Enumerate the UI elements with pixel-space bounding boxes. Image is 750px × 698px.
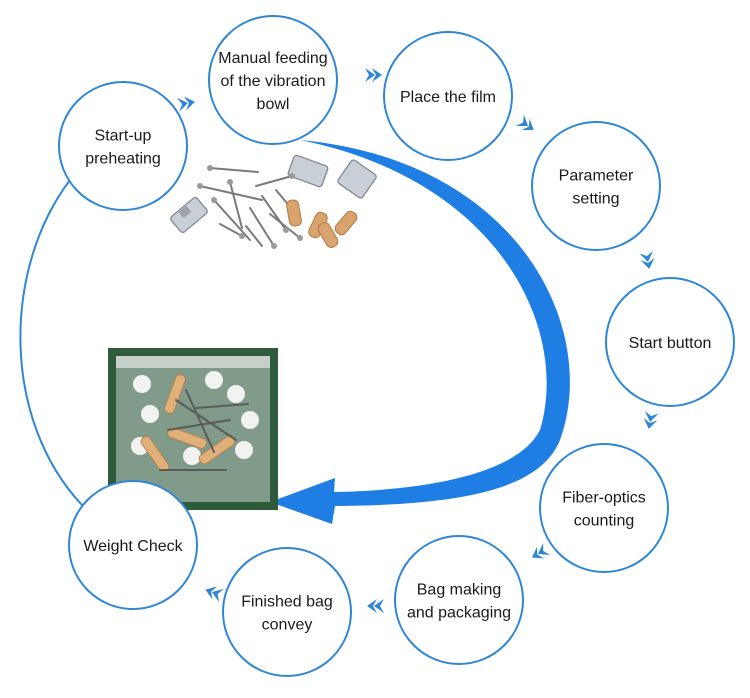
step-node-fiber: Fiber-optics counting [539,443,669,573]
step-node-startup: Start-up preheating [58,81,188,211]
step-label-startup-line-1: Start-up [95,128,152,145]
dowel-icons [286,199,358,248]
step-node-weight: Weight Check [68,480,198,610]
step-label-startup-line-2: preheating [85,151,161,168]
step-circle-weight [68,480,198,610]
step-circle-startup [58,81,188,211]
step-circle-film [383,31,513,161]
step-label-bag-line-1: Bag making [417,582,502,599]
arrow-start-to-fiber [643,410,659,429]
arrow-startup-to-manual [176,96,195,112]
step-circle-param [531,121,661,251]
arrow-finished-to-weight [205,586,224,602]
step-node-finished: Finished bag convey [222,547,352,677]
step-nodes: Start-up preheating Manual feeding of the v… [58,15,735,677]
step-label-manual-line-3: bowl [257,96,290,113]
step-label-bag-line-2: and packaging [407,605,511,622]
bag-contents-icon [131,371,259,473]
step-label-film-line-1: Place the film [400,89,496,106]
step-circle-start [605,277,735,407]
step-label-finished-line-1: Finished bag [241,594,333,611]
return-connector-line [19,179,83,506]
step-label-manual-line-1: Manual feeding [218,50,327,67]
arrow-fiber-to-bag [531,542,551,559]
big-return-arrow [270,140,570,524]
screw-icons [199,167,301,247]
step-label-param-line-2: setting [572,191,619,208]
arrow-manual-to-film [365,68,382,82]
arrow-param-to-start [639,250,655,269]
step-node-param: Parameter setting [531,121,661,251]
step-node-bag: Bag making and packaging [394,535,524,665]
step-label-fiber-line-1: Fiber-optics [562,490,646,507]
step-circle-finished [222,547,352,677]
step-circle-bag [394,535,524,665]
step-label-manual-line-2: of the vibration [221,73,326,90]
bracket-icon [170,154,377,233]
step-circle-manual [208,15,338,145]
step-label-finished-line-2: convey [262,617,313,634]
step-node-manual: Manual feeding of the vibration bowl [208,15,338,145]
step-node-start: Start button [605,277,735,407]
step-label-start-line-1: Start button [629,335,712,352]
step-label-weight-line-1: Weight Check [83,538,183,555]
hardware-parts-photo [170,154,377,249]
step-circle-fiber [539,443,669,573]
arrow-film-to-param [515,114,534,131]
step-label-param-line-1: Parameter [559,168,634,185]
flow-arrows [176,68,659,613]
step-label-fiber-line-2: counting [574,513,635,530]
step-node-film: Place the film [383,31,513,161]
arrow-bag-to-finished [367,599,384,613]
